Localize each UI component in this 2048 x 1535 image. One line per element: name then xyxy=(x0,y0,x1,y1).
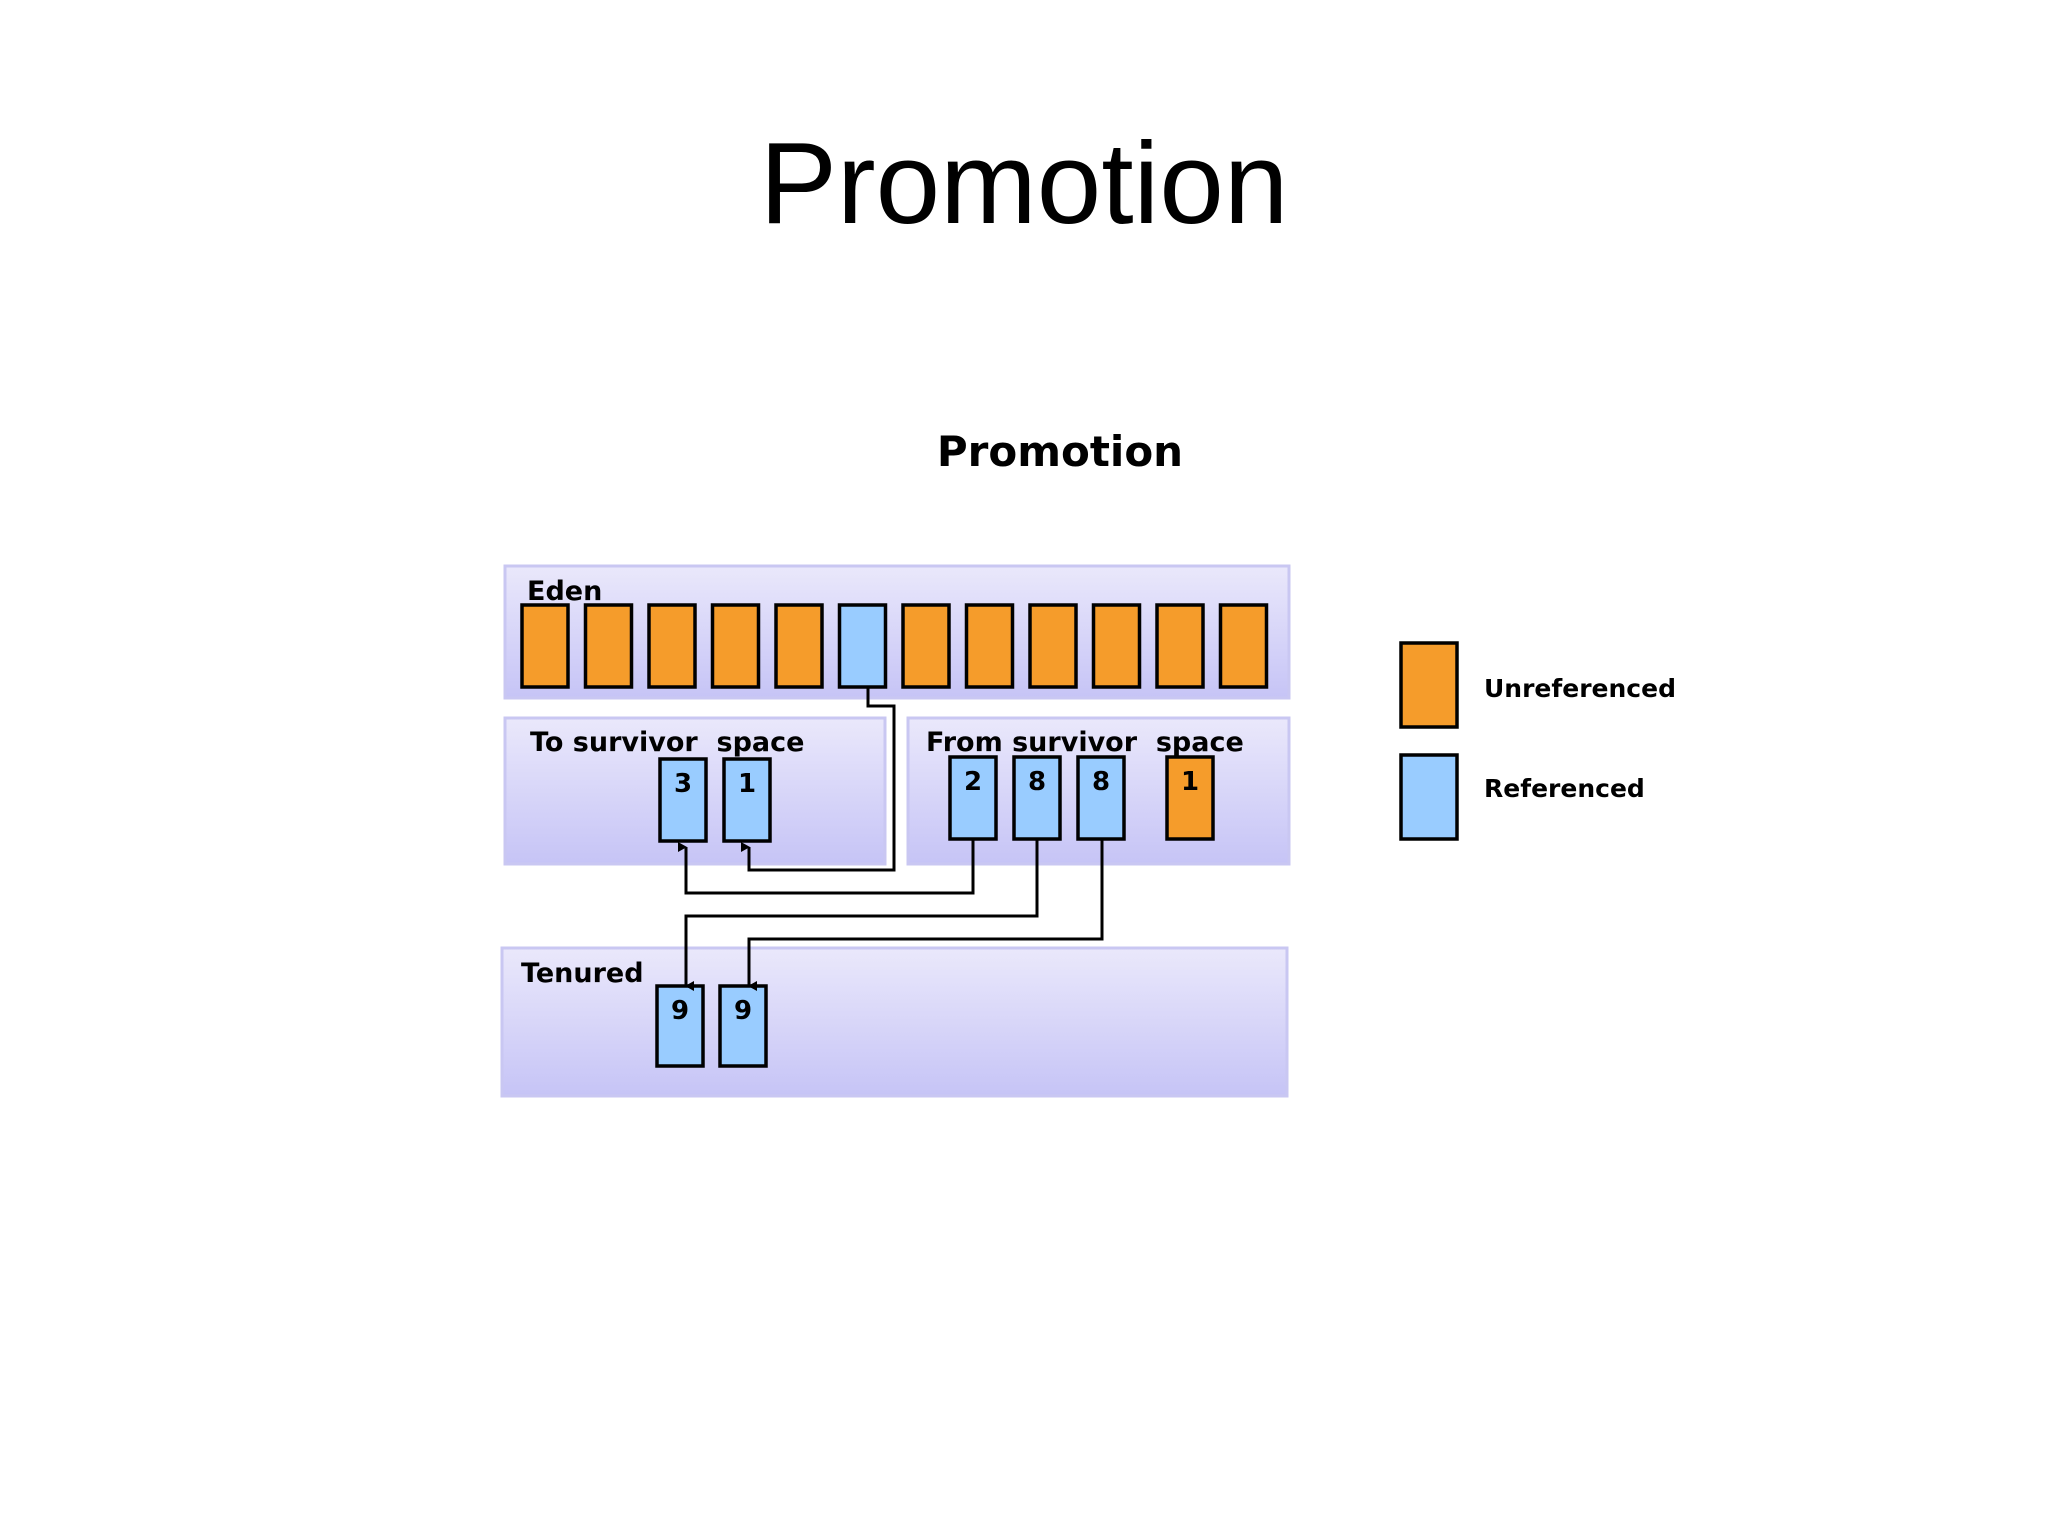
eden-object xyxy=(1028,603,1078,689)
legend-unreferenced-label: Unreferenced xyxy=(1484,674,1676,703)
from-2-to-survivor-arrow xyxy=(678,840,975,895)
slide-title: Promotion xyxy=(759,118,1289,248)
eden-to-survivor-arrow xyxy=(741,688,896,872)
eden-object xyxy=(520,603,570,689)
to-survivor-object xyxy=(722,757,772,843)
tenured-region xyxy=(500,946,1289,1098)
eden-object xyxy=(774,603,824,689)
legend-referenced-swatch xyxy=(1399,753,1459,841)
tenured-object-label: 9 xyxy=(671,996,689,1026)
eden-object xyxy=(964,603,1015,689)
eden-objects xyxy=(520,603,1269,689)
tenured-object xyxy=(655,984,705,1068)
from-survivor-object-label: 8 xyxy=(1092,767,1110,797)
to-survivor-object-label: 3 xyxy=(674,769,692,799)
diagram-title: Promotion xyxy=(937,427,1183,476)
eden-object xyxy=(1155,603,1205,689)
eden-object xyxy=(1091,603,1142,689)
eden-label: Eden xyxy=(527,576,602,607)
eden-object xyxy=(837,603,888,689)
from-survivor-object xyxy=(1076,755,1126,841)
from-survivor-label: From survivor space xyxy=(926,727,1244,758)
eden-object xyxy=(647,603,697,689)
tenured-label: Tenured xyxy=(521,958,644,989)
to-survivor-object xyxy=(658,757,708,843)
from-survivor-objects: 2 8 8 1 xyxy=(948,755,1215,841)
from-survivor-object-label: 2 xyxy=(964,767,982,797)
from-survivor-object-label: 1 xyxy=(1181,767,1199,797)
legend: Unreferenced Referenced xyxy=(1399,641,1676,841)
eden-object xyxy=(901,603,951,689)
to-survivor-object-label: 1 xyxy=(738,769,756,799)
from-survivor-object xyxy=(948,755,998,841)
from-survivor-object xyxy=(1012,755,1062,841)
to-survivor-label: To survivor space xyxy=(530,727,804,758)
from-survivor-object xyxy=(1165,755,1215,841)
from-8b-to-tenured-arrow xyxy=(747,840,1104,991)
eden-object xyxy=(583,603,634,689)
tenured-object-label: 9 xyxy=(734,996,752,1026)
eden-object xyxy=(1218,603,1269,689)
from-survivor-object-label: 8 xyxy=(1028,767,1046,797)
tenured-object xyxy=(718,984,768,1068)
connectors xyxy=(678,688,1104,991)
from-8-to-tenured-arrow xyxy=(684,840,1039,991)
eden-object xyxy=(710,603,761,689)
legend-referenced-label: Referenced xyxy=(1484,774,1645,803)
legend-unreferenced-swatch xyxy=(1399,641,1459,729)
